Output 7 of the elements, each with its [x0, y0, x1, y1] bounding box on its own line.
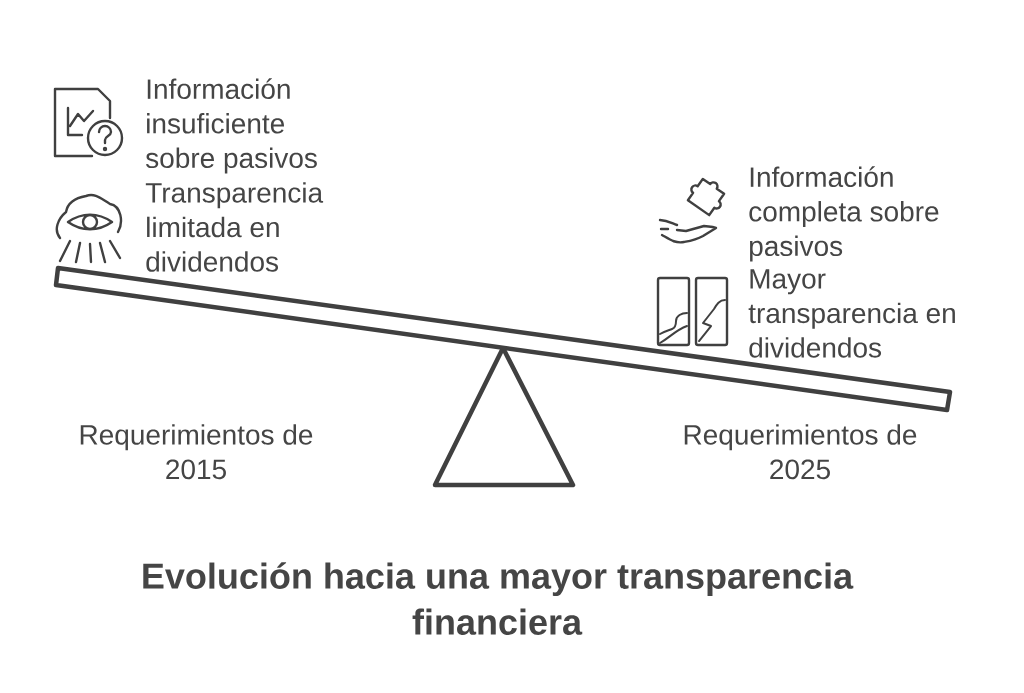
title: Evolución hacia una mayor transparencia financiera [143, 562, 854, 635]
label-text: Requerimientos de 2025 [684, 424, 917, 480]
label-text: Requerimientos de 2015 [80, 424, 313, 480]
label-text: Información completa sobre pasivos [749, 166, 939, 262]
label-text: Información insuficiente sobre pasivos [146, 78, 317, 174]
label-text: Mayor transparencia en dividendos [748, 269, 955, 358]
label-text: Transparencia limitada en dividendos [145, 182, 324, 272]
